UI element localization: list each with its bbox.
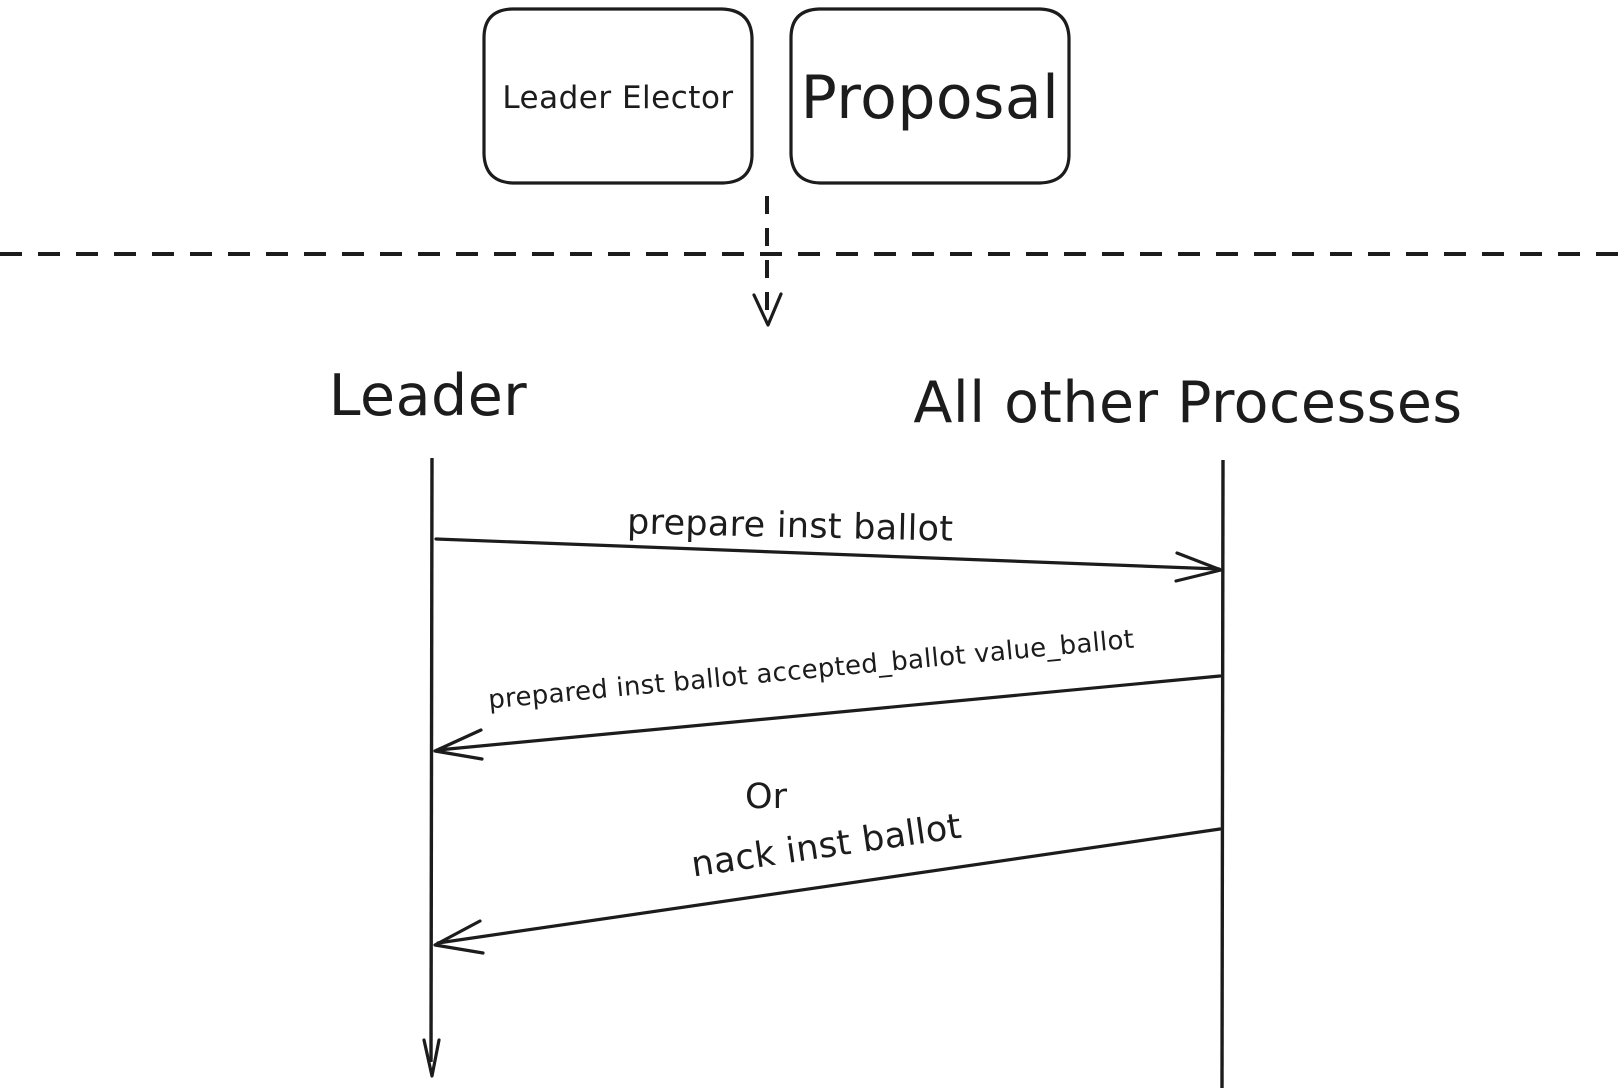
message-label-or: Or: [745, 777, 788, 817]
leader-elector-label: Leader Elector: [502, 80, 733, 116]
message-arrow-prepare: [434, 537, 1223, 583]
message-label-prepared: prepared inst ballot accepted_ballot val…: [487, 625, 1136, 716]
processes-lifeline: [1220, 459, 1225, 1088]
message-arrow-prepared: [433, 674, 1222, 761]
proposal-box[interactable]: [789, 7, 1071, 185]
proposal-label: Proposal: [801, 63, 1060, 133]
message-arrow-nack: [433, 827, 1222, 955]
actor-label-processes: All other Processes: [913, 370, 1462, 436]
flow-down-arrow: [752, 196, 783, 327]
actor-label-leader: Leader: [329, 363, 528, 429]
leader-lifeline: [422, 457, 441, 1078]
message-label-nack: nack inst ballot: [689, 807, 964, 886]
message-label-prepare: prepare inst ballot: [627, 502, 954, 549]
leader-elector-box[interactable]: [482, 7, 754, 185]
